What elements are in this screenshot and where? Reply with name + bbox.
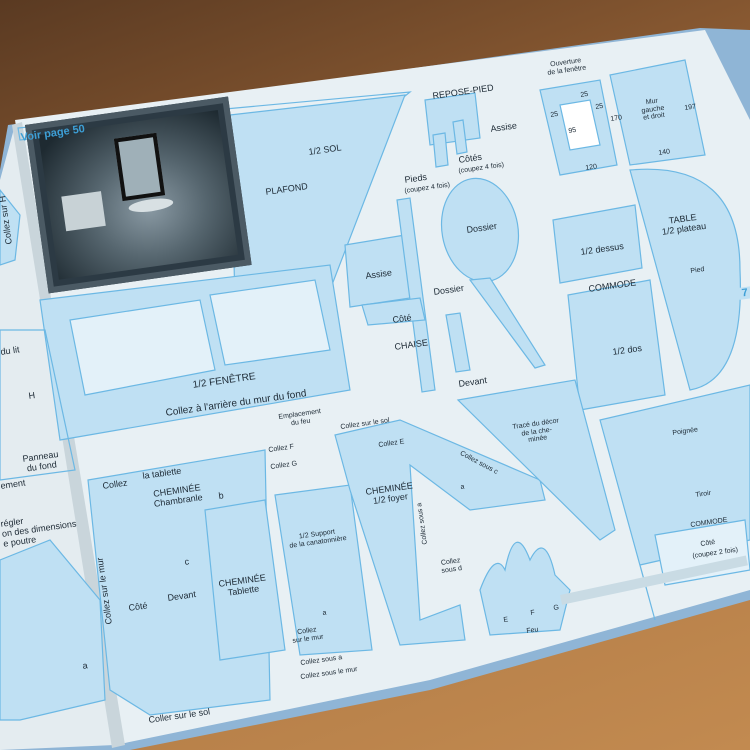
dim-25-top: 25 (580, 90, 589, 99)
dim-25-left: 25 (550, 110, 559, 119)
dim-120: 120 (585, 163, 598, 172)
fire-e-label: E (503, 616, 509, 624)
a-label-foyer: a (460, 483, 465, 491)
dim-197: 197 (684, 103, 697, 112)
color-swatches (560, 555, 748, 605)
page-tab: 7 (738, 286, 750, 300)
fire-g-label: G (553, 604, 560, 612)
mur-label: Mur gauche et droit (641, 97, 666, 123)
fire-f-label: F (530, 609, 536, 617)
c-label: c (183, 556, 190, 567)
dim-95: 95 (568, 126, 577, 135)
a-label-support: a (322, 609, 327, 617)
dim-25-right: 25 (595, 102, 604, 111)
dim-140: 140 (658, 148, 671, 157)
h-label: H (27, 390, 36, 401)
collez-sous-d-label: Collez sous d (440, 557, 463, 575)
dim-170: 170 (610, 114, 623, 123)
